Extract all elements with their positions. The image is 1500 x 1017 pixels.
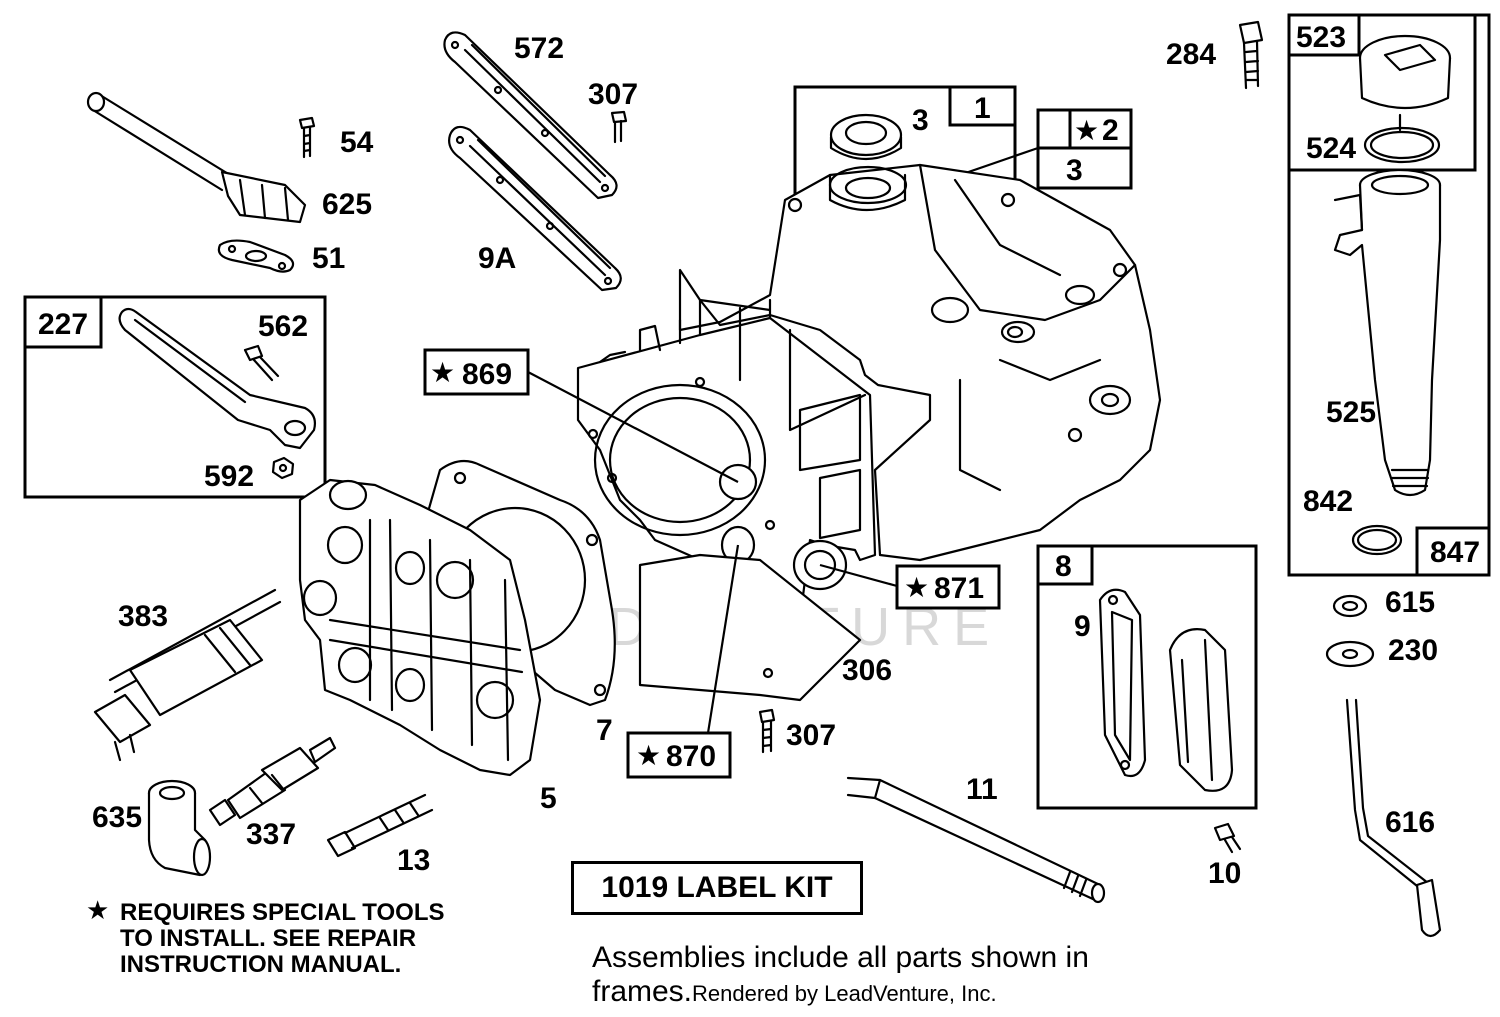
label-5: 5 (540, 782, 557, 815)
frame-847-tag (1415, 526, 1491, 577)
frame-8 (1036, 544, 1258, 810)
label-9: 9 (1074, 610, 1091, 643)
tag-871-box (895, 564, 1001, 610)
label-54: 54 (340, 126, 374, 159)
cylinder-head-5-part (298, 478, 542, 777)
bolt-54-part (298, 116, 316, 159)
lever-562-part (118, 307, 317, 450)
label-842: 842 (1303, 485, 1353, 518)
label-307-lower: 307 (786, 719, 836, 752)
dipstick-616-part (1345, 698, 1442, 938)
label-869-star: ★ (430, 357, 455, 388)
frame-227-tag (23, 295, 103, 349)
washer-230-part (1325, 640, 1375, 668)
special-tools-note: REQUIRES SPECIAL TOOLS TO INSTALL. SEE R… (120, 899, 445, 978)
fill-tube-525-part (1333, 168, 1442, 497)
label-572: 572 (514, 32, 564, 65)
label-524: 524 (1306, 132, 1356, 165)
gasket-572-part (443, 31, 618, 200)
bolt-562-part (243, 344, 280, 382)
o-ring-524-part (1363, 113, 1441, 164)
elbow-635-part (147, 779, 212, 877)
label-615: 615 (1385, 586, 1435, 619)
gasket-9-part (1098, 588, 1147, 778)
label-307-top: 307 (588, 78, 638, 111)
label-284: 284 (1166, 38, 1216, 71)
assemblies-text: Assemblies include all parts shown in fr… (592, 941, 1089, 1008)
label-635: 635 (92, 801, 142, 834)
label-562: 562 (258, 310, 308, 343)
screw-10-part (1213, 822, 1242, 854)
label-3-boxed: 3 (1066, 154, 1083, 187)
label-337: 337 (246, 818, 296, 851)
label-230: 230 (1388, 634, 1438, 667)
frame-8-tag (1036, 544, 1094, 586)
label-871-star: ★ (904, 572, 929, 603)
gasket-306-part (638, 553, 862, 702)
label-2: 2 (1102, 114, 1119, 147)
bolt-13-part (326, 793, 434, 858)
oil-seal-3-part (829, 113, 903, 160)
label-3-seal: 3 (912, 104, 929, 137)
label-870-star: ★ (636, 740, 661, 771)
breather-tube-part (86, 91, 307, 224)
label-10: 10 (1208, 857, 1241, 890)
label-592: 592 (204, 460, 254, 493)
label-9a: 9A (478, 242, 516, 275)
label-625: 625 (322, 188, 372, 221)
label-870: 870 (666, 740, 716, 773)
nut-592-part (271, 456, 295, 480)
label-kit-box: 1019 LABEL KIT (571, 861, 863, 915)
label-869: 869 (462, 358, 512, 391)
label-8: 8 (1055, 550, 1072, 583)
label-7: 7 (596, 714, 613, 747)
leader-870 (706, 544, 740, 734)
label-383: 383 (118, 600, 168, 633)
frame-1-tag (948, 85, 1017, 127)
cover-part (1168, 628, 1234, 792)
nut-615-part (1332, 594, 1368, 618)
label-227: 227 (38, 308, 88, 341)
leader-871 (819, 563, 898, 588)
gasket-51-part (217, 239, 295, 273)
screw-307-lower-part (758, 708, 776, 754)
o-ring-842-part (1351, 524, 1403, 556)
crankcase-part (678, 163, 1162, 562)
gasket-9a-part (448, 125, 622, 292)
label-523: 523 (1296, 21, 1346, 54)
frame-523-tag (1287, 13, 1361, 57)
label-847: 847 (1430, 536, 1480, 569)
tube-11-part (846, 776, 1106, 904)
tag-870-box (626, 731, 732, 779)
cap-523-part (1358, 34, 1452, 110)
label-2-star: ★ (1074, 115, 1099, 146)
assemblies-note: Assemblies include all parts shown in fr… (592, 941, 1192, 1011)
label-13: 13 (397, 844, 430, 877)
leader-869 (527, 371, 739, 483)
cylinder-block-part (576, 298, 877, 622)
note-star-icon: ★ (86, 895, 110, 925)
screw-307-top-part (610, 110, 628, 144)
label-51: 51 (312, 242, 345, 275)
spark-plug-337-part (208, 736, 337, 827)
bolt-284-part (1238, 20, 1264, 90)
label-1: 1 (974, 92, 991, 125)
frame-227 (23, 295, 327, 499)
frame-1 (793, 85, 1017, 200)
label-525: 525 (1326, 396, 1376, 429)
label-616: 616 (1385, 806, 1435, 839)
frame-523 (1287, 13, 1477, 172)
rendered-by-text: Rendered by LeadVenture, Inc. (692, 981, 997, 1006)
label-306: 306 (842, 654, 892, 687)
tool-383-part (93, 588, 282, 762)
tag-869-box (423, 348, 530, 396)
label-871: 871 (934, 572, 984, 605)
label-11: 11 (966, 773, 998, 806)
